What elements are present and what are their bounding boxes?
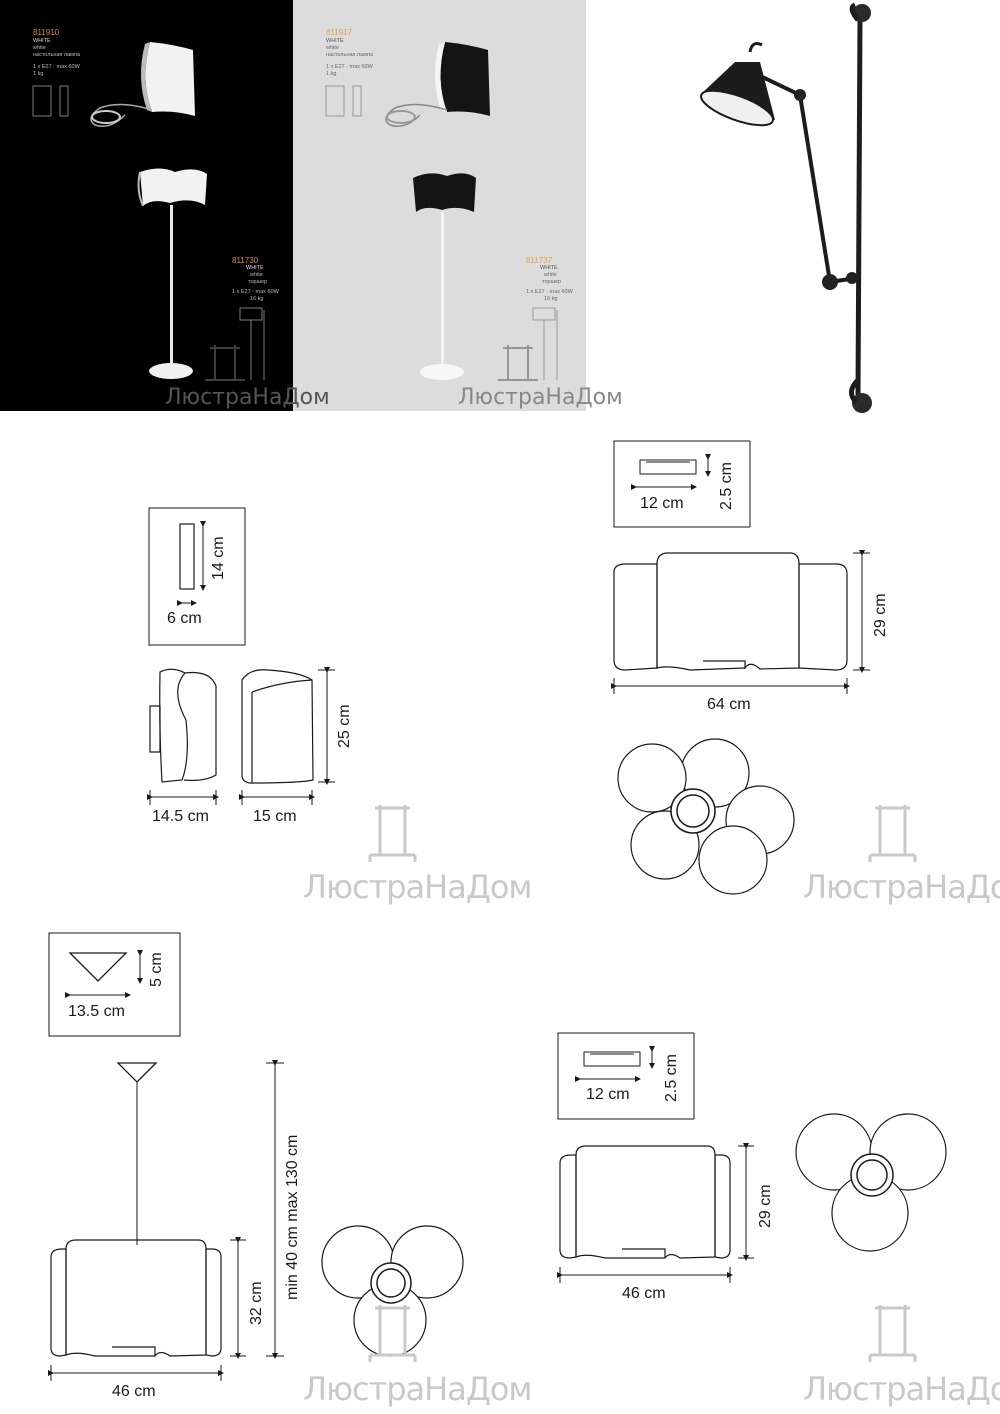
catalog-code-811737: 811737: [526, 256, 553, 265]
sconce-drawing: [147, 507, 335, 805]
floor-lamp-black-image: [413, 173, 476, 380]
table-lamp-white-image: [90, 42, 195, 127]
catalog-color-upper: WHITE: [33, 38, 51, 44]
catalog-code-811910: 811910: [33, 28, 60, 37]
catalog-type: торшер: [542, 279, 562, 285]
catalog-color-lower: white: [33, 45, 46, 51]
dim-suspension-length: min 40 cm max 130 cm: [284, 1134, 301, 1300]
dim-plate-width: 6 cm: [167, 610, 202, 627]
watermark-brand: ЛюстраНаДом: [303, 868, 533, 906]
dim-canopy-width: 13.5 cm: [68, 1003, 125, 1020]
catalog-type: настольная лампа: [326, 52, 374, 58]
dim-ceiling-width: 46 cm: [622, 1285, 666, 1302]
floor-lamp-white-image: [137, 168, 207, 379]
catalog-type: настольная лампа: [33, 52, 81, 58]
dim-pendant-height: 32 cm: [248, 1281, 265, 1325]
dim-canopy-height: 2.5 cm: [718, 461, 735, 510]
dim-side-depth: 14.5 cm: [152, 808, 209, 825]
catalog-weight: 16 kg: [544, 296, 558, 302]
dim-ceiling-width: 64 cm: [707, 696, 751, 713]
dim-ceiling-height: 29 cm: [757, 1184, 774, 1228]
watermark-brand: ЛюстраНаДом: [803, 868, 1000, 906]
wall-lamp-photo: [700, 2, 872, 413]
catalog-color-upper: WHITE: [326, 38, 344, 44]
watermark-brand: ЛюстраНаДом: [303, 1370, 533, 1408]
dim-front-width: 15 cm: [253, 808, 297, 825]
watermark-brand: ЛюстраНаДом: [165, 385, 330, 410]
catalog-weight: 16 kg: [250, 296, 264, 302]
catalog-spec: 1 x E27 · max 60W: [326, 64, 373, 70]
catalog-color-lower: white: [544, 272, 557, 278]
pendant-drawing: [48, 932, 464, 1381]
catalog-spec: 1 x E27 · max 60W: [232, 289, 279, 295]
catalog-color-upper: WHITE: [540, 265, 558, 271]
dim-canopy-height: 2.5 cm: [663, 1053, 680, 1102]
watermark-monograms: [368, 805, 917, 1362]
dim-plate-height: 14 cm: [210, 536, 227, 580]
catalog-code-811730: 811730: [232, 256, 259, 265]
ceiling-small-drawing: [557, 1032, 947, 1283]
dim-pendant-width: 46 cm: [112, 1383, 156, 1400]
watermark-brand: ЛюстраНаДом: [803, 1370, 1000, 1408]
catalog-weight: 1 kg: [326, 71, 337, 77]
catalog-color-lower: white: [250, 272, 263, 278]
catalog-weight: 1 kg: [33, 71, 44, 77]
dim-canopy-height: 5 cm: [148, 952, 165, 987]
dim-ceiling-height: 29 cm: [872, 593, 889, 637]
catalog-dark-panel: [0, 0, 293, 411]
table-lamp-black-image: [385, 42, 490, 127]
dim-sconce-height: 25 cm: [336, 704, 353, 748]
catalog-type: торшер: [248, 279, 268, 285]
dim-canopy-width: 12 cm: [640, 495, 684, 512]
catalog-light-panel: [293, 0, 586, 411]
dim-canopy-width: 12 cm: [586, 1086, 630, 1103]
catalog-spec: 1 x E27 · max 60W: [526, 289, 573, 295]
catalog-spec: 1 x E27 · max 60W: [33, 64, 80, 70]
ceiling-large-drawing: [611, 440, 870, 895]
catalog-color-lower: white: [326, 45, 339, 51]
catalog-code-811917: 811917: [326, 28, 353, 37]
watermark-brand: ЛюстраНаДом: [458, 385, 623, 410]
catalog-color-upper: WHITE: [246, 265, 264, 271]
